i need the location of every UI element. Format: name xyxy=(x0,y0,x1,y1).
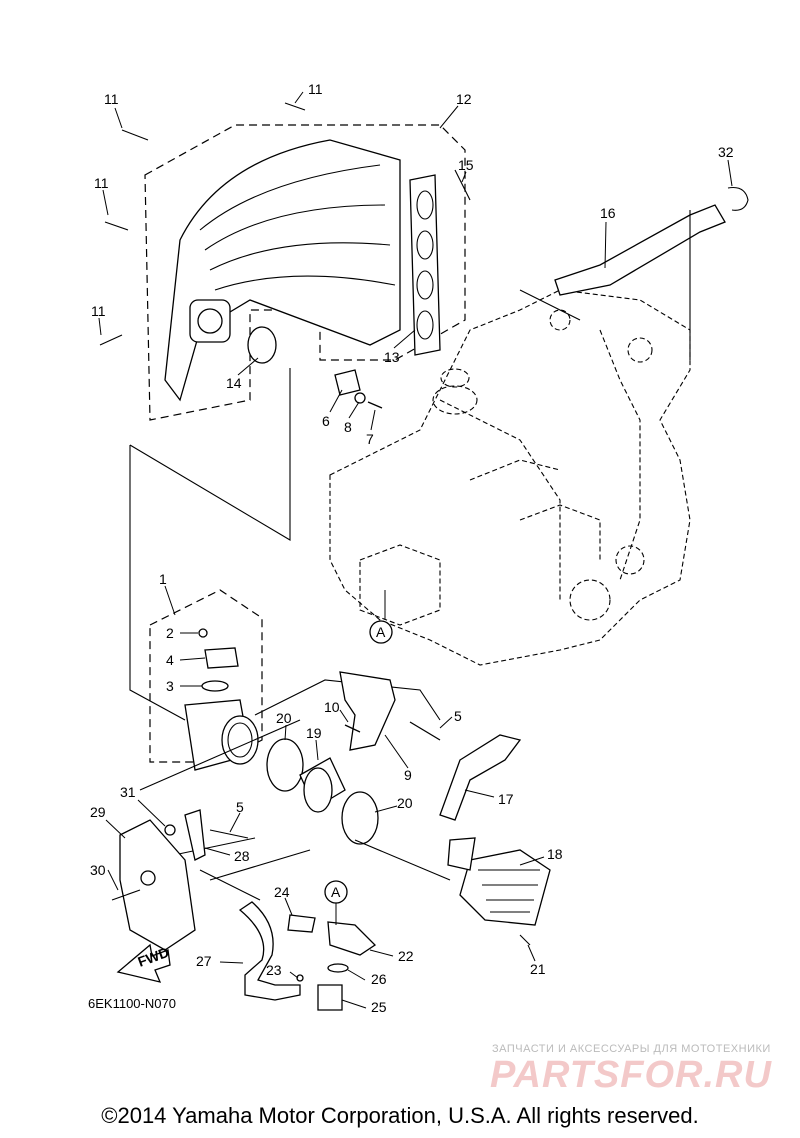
callout-2: 2 xyxy=(166,625,174,641)
bolt-7 xyxy=(367,401,383,409)
callout-27: 27 xyxy=(196,953,212,969)
callout-11: 11 xyxy=(104,91,119,107)
callout-29: 29 xyxy=(90,804,106,820)
callout-4: 4 xyxy=(166,652,174,668)
sensor-6 xyxy=(334,369,361,396)
engine-block xyxy=(329,289,691,666)
bracket-group xyxy=(254,671,441,751)
intake-manifold xyxy=(164,139,401,402)
callout-20: 20 xyxy=(276,710,292,726)
clamp-20a xyxy=(266,738,304,792)
callout-32: 32 xyxy=(718,144,734,160)
o-ring-26 xyxy=(327,963,349,973)
lower-hose-group xyxy=(199,869,377,1011)
bolt-11d xyxy=(99,334,123,346)
callout-28: 28 xyxy=(234,848,250,864)
pin-15 xyxy=(454,169,471,201)
bolt-21 xyxy=(519,934,531,946)
cover-group xyxy=(111,809,249,951)
callout-25: 25 xyxy=(371,999,387,1015)
screw-23 xyxy=(296,974,304,982)
bolt-30 xyxy=(111,889,141,901)
o-ring-3 xyxy=(201,680,229,692)
watermark-tagline: ЗАПЧАСТИ И АКСЕССУАРЫ ДЛЯ МОТОТЕХНИКИ xyxy=(492,1043,771,1055)
throttle-body-group xyxy=(129,368,291,771)
reference-a-circle xyxy=(369,620,393,644)
callout-8: 8 xyxy=(344,419,352,435)
hose-27 xyxy=(238,901,301,1001)
hose-16 xyxy=(554,204,726,296)
callout-24: 24 xyxy=(274,884,290,900)
bracket-28 xyxy=(184,809,206,861)
callout-6: 6 xyxy=(322,413,330,429)
washer-8 xyxy=(354,392,366,404)
sensor-22 xyxy=(327,921,377,956)
callout-30: 30 xyxy=(90,862,106,878)
hose-17 xyxy=(439,734,522,821)
callout-12: 12 xyxy=(456,91,472,107)
bolt-11b xyxy=(284,102,306,111)
reference-a-circle xyxy=(324,880,348,904)
callout-a: A xyxy=(331,884,341,900)
clamp-20b xyxy=(341,791,379,845)
silencer-18 xyxy=(459,849,551,926)
clip-32 xyxy=(727,186,749,211)
callout-1: 1 xyxy=(159,571,167,587)
callout-9: 9 xyxy=(404,767,412,783)
callout-22: 22 xyxy=(398,948,414,964)
part-24 xyxy=(287,914,316,933)
joint-25 xyxy=(317,984,343,1011)
callout-17: 17 xyxy=(498,791,514,807)
callout-20: 20 xyxy=(397,795,413,811)
callout-16: 16 xyxy=(600,205,616,221)
callout-10: 10 xyxy=(324,699,340,715)
callout-7: 7 xyxy=(366,431,374,447)
callout-26: 26 xyxy=(371,971,387,987)
callout-11: 11 xyxy=(308,81,323,97)
hose-16-group xyxy=(519,186,749,360)
callout-3: 3 xyxy=(166,678,174,694)
callout-21: 21 xyxy=(530,961,546,977)
manifold-gasket xyxy=(409,174,441,356)
silencer-group xyxy=(439,734,551,946)
leader-lines xyxy=(98,91,733,1009)
bolt-5a xyxy=(409,721,441,741)
callout-15: 15 xyxy=(458,157,474,173)
copyright-notice: ©2014 Yamaha Motor Corporation, U.S.A. A… xyxy=(101,1103,699,1128)
cover-29 xyxy=(119,819,196,951)
callout-18: 18 xyxy=(547,846,563,862)
intake-manifold-group xyxy=(99,102,471,421)
callout-23: 23 xyxy=(266,962,282,978)
sensor-4 xyxy=(204,647,239,669)
fwd-arrow: FWD xyxy=(116,943,171,983)
callout-5: 5 xyxy=(454,708,462,724)
screw-2 xyxy=(198,628,208,638)
callout-13: 13 xyxy=(384,349,400,365)
callout-31: 31 xyxy=(120,784,136,800)
bracket-9 xyxy=(339,671,396,751)
callout-11: 11 xyxy=(91,303,106,319)
bolt-11a xyxy=(121,129,149,141)
callout-19: 19 xyxy=(306,725,322,741)
drawing-code: 6EK1100-N070 xyxy=(88,996,176,1011)
bolt-11c xyxy=(104,221,129,231)
watermark-logo: PARTSFOR.RU xyxy=(490,1054,772,1096)
callout-numbers: 11 11 11 11 12 15 32 16 13 14 6 8 7 1 2 … xyxy=(90,81,734,1015)
callout-a: A xyxy=(376,624,386,640)
o-ring-14 xyxy=(247,326,277,364)
callout-5: 5 xyxy=(236,799,244,815)
grommet-31 xyxy=(164,824,176,836)
bolt-10 xyxy=(344,724,361,733)
callout-11: 11 xyxy=(94,175,109,191)
callout-14: 14 xyxy=(226,375,242,391)
bolt-5b xyxy=(209,829,249,839)
